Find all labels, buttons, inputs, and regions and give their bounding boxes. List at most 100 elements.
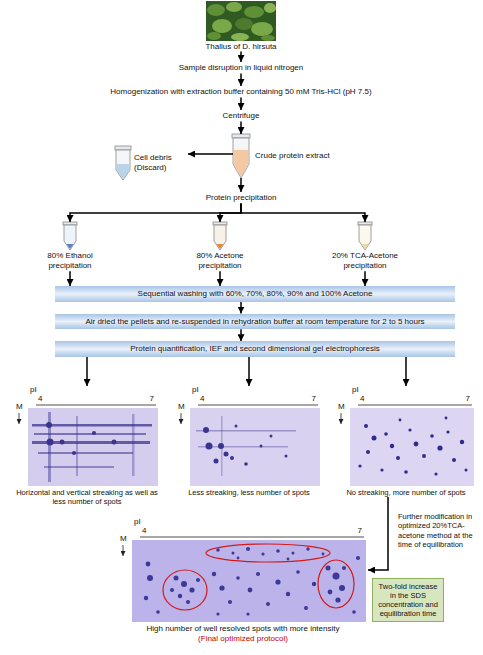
gel-tca-acetone bbox=[408, 428, 411, 431]
node-text: Air dried the pellets and re-suspended i… bbox=[61, 317, 449, 327]
axis-label: 4 bbox=[200, 394, 204, 404]
tube-step: 80% Ethanol precipitation bbox=[25, 222, 115, 271]
gel-tca-acetone bbox=[358, 464, 361, 467]
tube-ethanol bbox=[63, 222, 77, 250]
tube-step: 20% TCA-Acetone precipitation bbox=[320, 222, 410, 271]
thallus-photo bbox=[231, 33, 249, 41]
specimen: Thallus of D. hirsuta bbox=[181, 1, 301, 52]
gel-tca-acetone bbox=[372, 436, 377, 441]
gel-ethanol bbox=[36, 405, 156, 406]
modification-box: Two-fold increase in the SDS concentrati… bbox=[372, 578, 444, 622]
gel-final bbox=[206, 544, 330, 562]
tube-step: 80% Acetone precipitation bbox=[175, 222, 265, 271]
gel-final bbox=[216, 548, 220, 552]
tube-ethanol bbox=[63, 222, 77, 225]
gel-final bbox=[163, 544, 354, 610]
tube-cell-debris bbox=[115, 146, 131, 180]
gel-ethanol bbox=[60, 440, 65, 445]
gel-final bbox=[212, 572, 216, 576]
gel-tca-acetone bbox=[434, 472, 437, 475]
axis-label: 4 bbox=[142, 526, 146, 536]
axis-label: M bbox=[16, 402, 23, 412]
gel-acetone bbox=[196, 416, 296, 476]
node-text: Crude protein extract bbox=[255, 151, 330, 161]
gel-final bbox=[132, 540, 366, 622]
tube-cell-debris bbox=[116, 150, 130, 180]
gel-tca-acetone bbox=[380, 468, 383, 471]
gel-final bbox=[232, 552, 235, 555]
tube-crude-extract bbox=[232, 134, 250, 138]
node-text: 20% TCA-Acetone precipitation bbox=[320, 251, 410, 270]
gel-acetone bbox=[224, 452, 229, 457]
flow-arrow bbox=[69, 271, 71, 286]
process-step: Homogenization with extraction buffer co… bbox=[41, 86, 441, 98]
node-text: 80% Acetone precipitation bbox=[175, 251, 265, 270]
axis-label: 7 bbox=[466, 394, 470, 404]
tube-acetone bbox=[213, 222, 227, 225]
gel-acetone bbox=[230, 456, 234, 460]
flow-arrow bbox=[220, 204, 241, 222]
tube-ethanol bbox=[67, 244, 74, 249]
gel-tca-acetone bbox=[404, 470, 408, 474]
tube-ethanol bbox=[64, 225, 76, 250]
annotation-note: Further modification in optimized 20%TCA… bbox=[398, 512, 478, 550]
gel-tca-acetone bbox=[350, 408, 474, 486]
gel-acetone bbox=[181, 405, 320, 486]
gel-final bbox=[306, 547, 309, 550]
gel-final bbox=[123, 537, 366, 622]
gel-final bbox=[228, 600, 232, 604]
gel-final bbox=[196, 578, 200, 582]
gel-tca-acetone bbox=[445, 417, 448, 420]
gel-final bbox=[147, 575, 153, 581]
gel-tca-acetone bbox=[414, 442, 419, 447]
tube-acetone bbox=[217, 244, 224, 249]
gel-ethanol bbox=[46, 422, 52, 428]
thallus-photo bbox=[244, 6, 264, 18]
flow-arrow bbox=[240, 74, 242, 86]
gel-final bbox=[356, 556, 360, 560]
gel-tca-acetone bbox=[452, 458, 456, 462]
axis-label: M bbox=[178, 402, 185, 412]
gel-result: pI47MLess streaking, less number of spot… bbox=[176, 386, 322, 497]
thallus-photo bbox=[206, 1, 276, 41]
gel-ethanol bbox=[76, 416, 78, 476]
gel-ethanol bbox=[28, 408, 158, 486]
gel-final bbox=[144, 547, 360, 616]
gel-final bbox=[287, 558, 290, 561]
thallus-photo bbox=[235, 18, 253, 30]
tube-crude-extract bbox=[233, 138, 249, 178]
tube-tca-acetone bbox=[362, 244, 369, 249]
gel-tca-acetone bbox=[399, 419, 402, 422]
flow-arrow bbox=[248, 357, 250, 386]
flow-arrow bbox=[86, 357, 88, 386]
gel-acetone bbox=[244, 462, 248, 466]
gel-tca-acetone bbox=[422, 454, 426, 458]
flow-arrow bbox=[240, 98, 242, 110]
gel-final bbox=[163, 570, 207, 610]
gel-final bbox=[144, 596, 148, 600]
gel-final bbox=[266, 602, 270, 606]
gel-final bbox=[286, 592, 290, 596]
axis-label: pI bbox=[192, 385, 199, 395]
gel-tca-acetone bbox=[341, 405, 474, 486]
gel-tca-acetone bbox=[390, 444, 394, 448]
thallus-photo bbox=[207, 32, 221, 40]
tube-tca-acetone bbox=[359, 225, 371, 250]
gel-final bbox=[275, 579, 280, 584]
gel-final bbox=[261, 552, 264, 555]
gel-final bbox=[322, 553, 325, 556]
gel-final bbox=[335, 597, 340, 602]
gel-final bbox=[342, 566, 346, 570]
node-text: Horizontal and vertical streaking as wel… bbox=[16, 488, 158, 506]
gel-tca-acetone bbox=[358, 405, 472, 406]
gel-final bbox=[189, 587, 194, 592]
node-text: No streaking, more number of spots bbox=[338, 488, 474, 497]
gel-tca-acetone bbox=[437, 445, 442, 450]
gel-final bbox=[326, 566, 331, 571]
gel-final bbox=[181, 581, 187, 587]
process-step: Sample disruption in liquid nitrogen bbox=[91, 62, 391, 74]
thallus-photo bbox=[226, 2, 242, 12]
gel-result: pI47MNo streaking, more number of spots bbox=[336, 386, 476, 497]
